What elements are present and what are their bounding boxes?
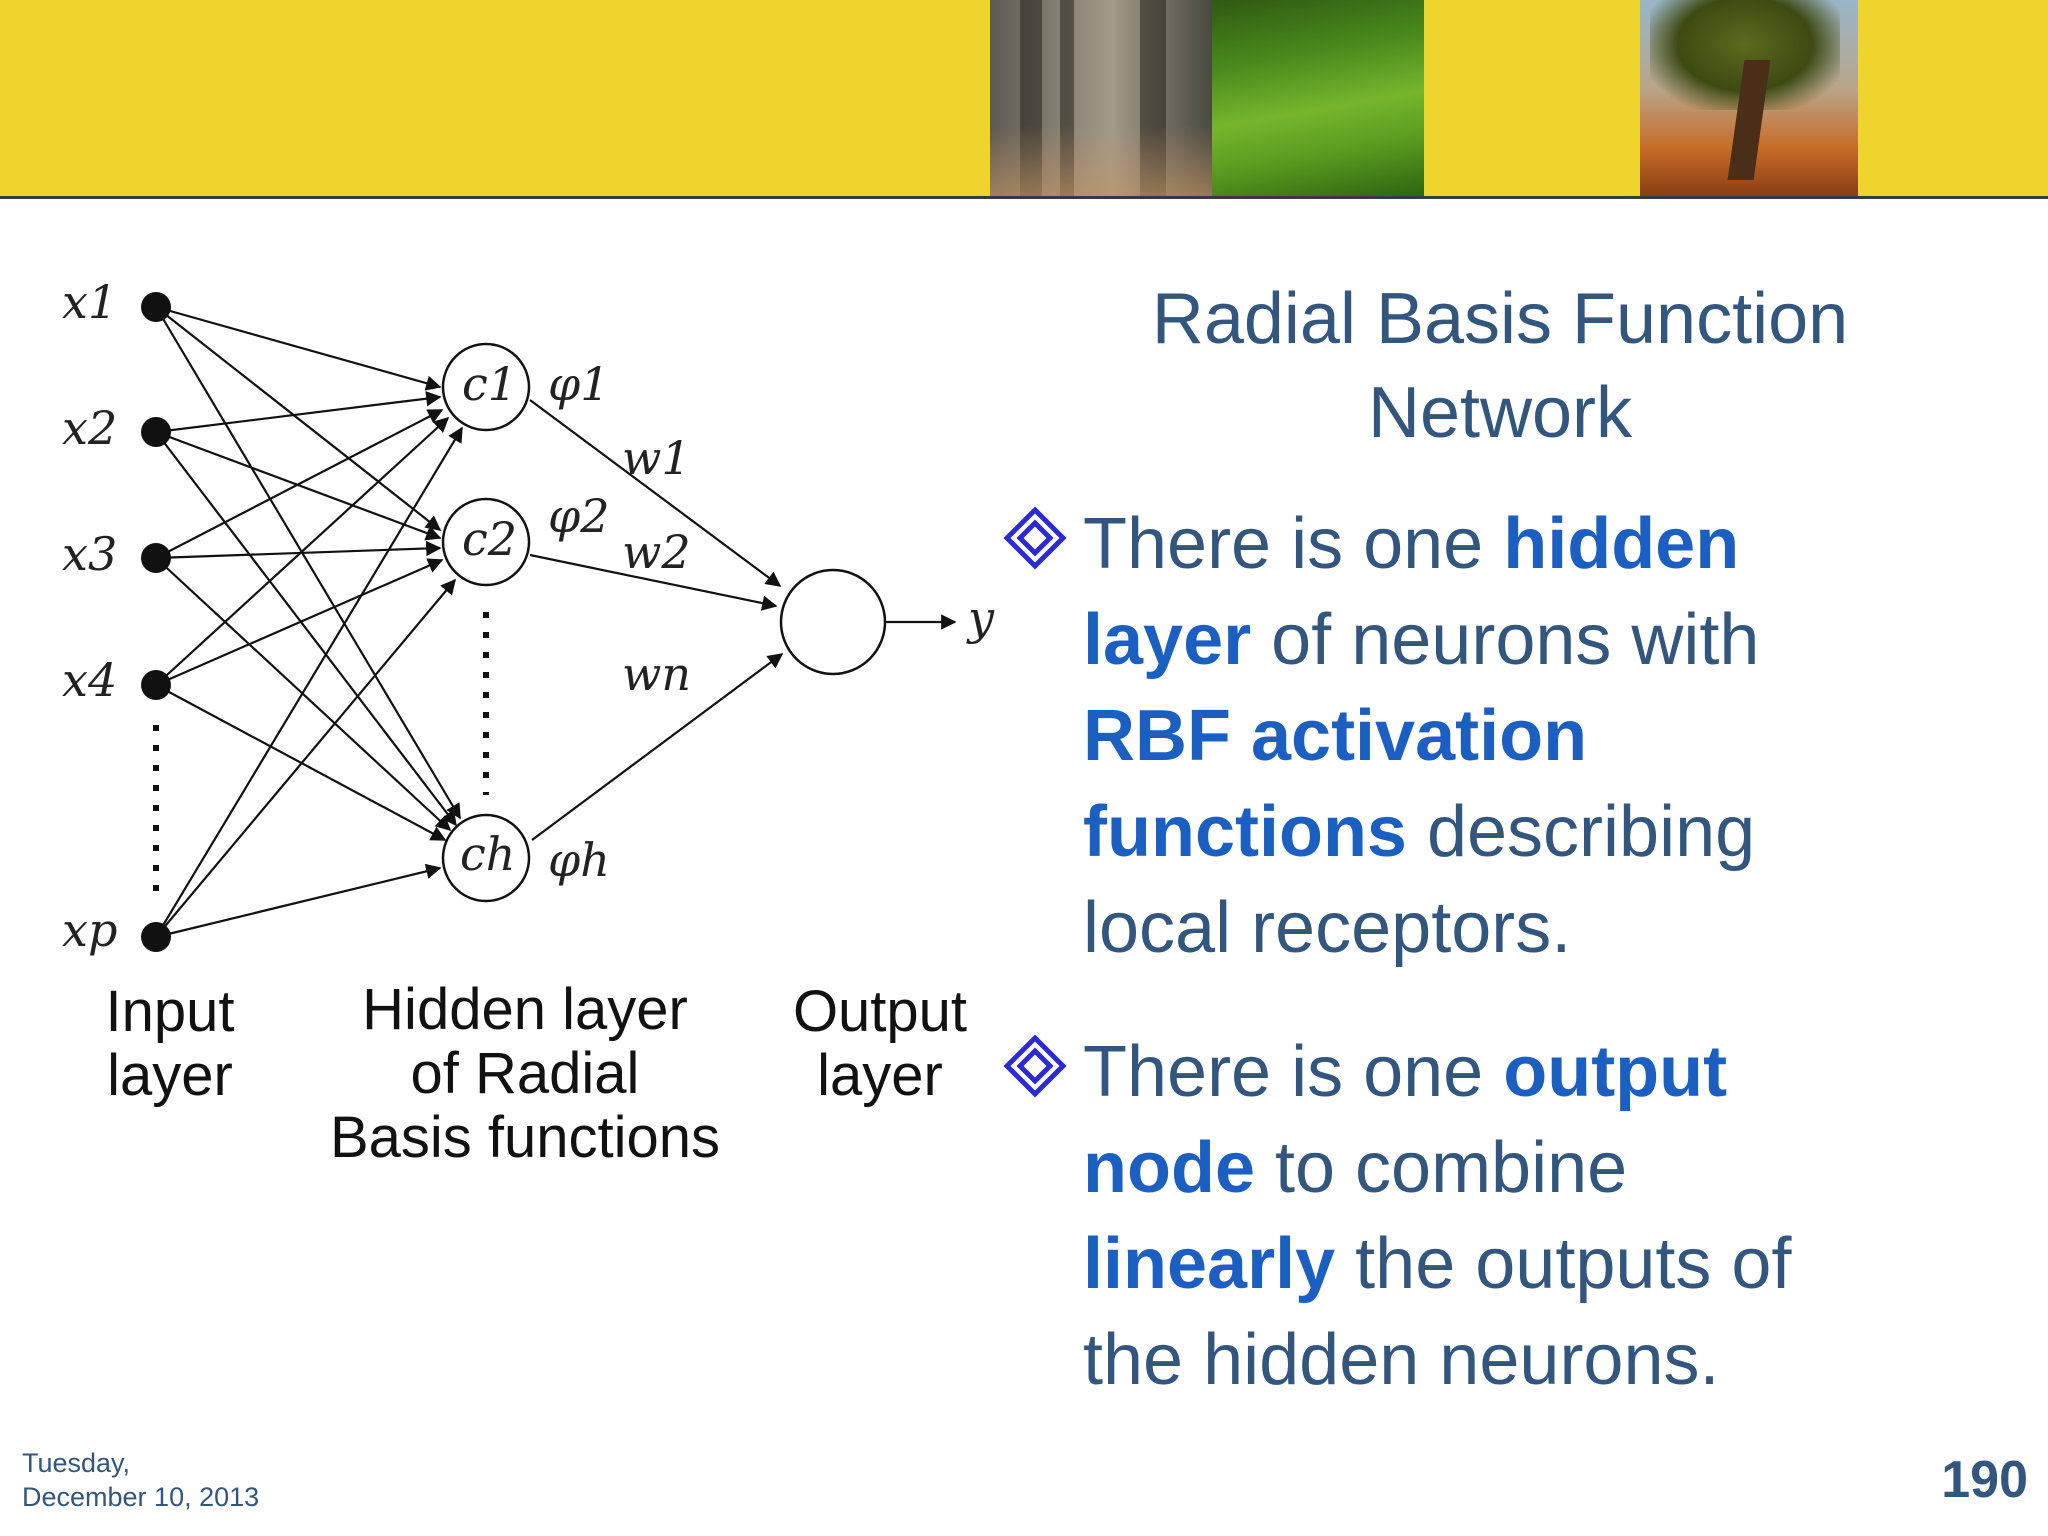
output-label-y: y bbox=[966, 591, 995, 645]
grass-photo bbox=[1212, 0, 1424, 196]
input-label-x2: x2 bbox=[62, 401, 117, 455]
slide-date: Tuesday, December 10, 2013 bbox=[22, 1448, 260, 1512]
bullet-text: There is one hidden layer of neurons wit… bbox=[1083, 504, 1760, 968]
rbf-network-diagram: x1 x2 x3 x4 xp c1 c2 ch φ1 φ2 φh w1 w2 w… bbox=[62, 275, 995, 957]
output-layer-label: Output layer bbox=[792, 979, 968, 1108]
input-label-x3: x3 bbox=[62, 527, 117, 581]
hidden-to-output-connections bbox=[529, 399, 957, 841]
input-node-xp bbox=[141, 922, 171, 952]
tree-photo bbox=[1640, 0, 1858, 196]
bullet-output-node: There is one output node to combine line… bbox=[1003, 1024, 1873, 1408]
input-node-x3 bbox=[141, 543, 171, 573]
hidden-nodes bbox=[441, 342, 531, 903]
input-node-x2 bbox=[141, 417, 171, 447]
phi-label-2: φ2 bbox=[548, 489, 609, 543]
weight-label-w1: w1 bbox=[622, 431, 691, 485]
diamond-bullet-icon bbox=[1003, 506, 1067, 570]
page-number: 190 bbox=[1941, 1451, 2028, 1509]
input-layer-label: Input layer bbox=[105, 979, 235, 1108]
output-node bbox=[779, 568, 887, 676]
input-node-x4 bbox=[141, 670, 171, 700]
input-connections bbox=[155, 305, 463, 939]
phi-label-1: φ1 bbox=[548, 357, 609, 411]
hidden-label-c1: c1 bbox=[462, 357, 517, 411]
bullet-hidden-layer: There is one hidden layer of neurons wit… bbox=[1003, 496, 1873, 976]
slide-title: Radial Basis Function Network bbox=[1151, 279, 1849, 453]
hidden-label-c2: c2 bbox=[462, 512, 517, 566]
input-label-xp: xp bbox=[62, 903, 117, 957]
input-label-x1: x1 bbox=[62, 275, 117, 329]
diamond-bullet-icon bbox=[1003, 1034, 1067, 1098]
input-label-x4: x4 bbox=[62, 653, 117, 707]
input-nodes bbox=[141, 292, 171, 952]
header-divider bbox=[0, 196, 2048, 199]
weight-label-w2: w2 bbox=[622, 525, 691, 579]
hidden-node-c2 bbox=[441, 497, 531, 587]
hidden-layer-label: Hidden layer of Radial Basis functions bbox=[329, 977, 721, 1170]
phi-label-h: φh bbox=[548, 833, 610, 887]
bullet-text: There is one output node to combine line… bbox=[1083, 1032, 1792, 1400]
input-node-x1 bbox=[141, 292, 171, 322]
weight-label-wn: wn bbox=[622, 647, 691, 701]
hidden-node-c1 bbox=[441, 342, 531, 432]
hidden-label-ch: ch bbox=[460, 827, 515, 881]
forest-photo bbox=[990, 0, 1212, 196]
hidden-node-ch bbox=[441, 813, 531, 903]
